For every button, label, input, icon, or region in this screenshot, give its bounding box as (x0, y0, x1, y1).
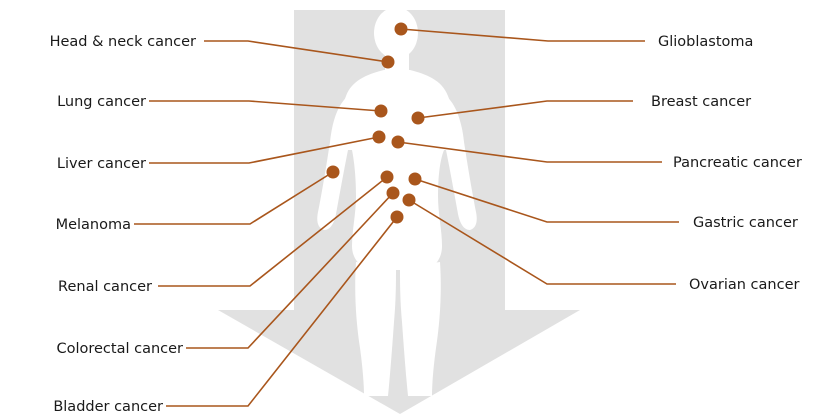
marker-bladder (391, 211, 404, 224)
marker-pancreatic (392, 136, 405, 149)
label-ovarian-cancer: Ovarian cancer (689, 277, 799, 293)
label-pancreatic-cancer: Pancreatic cancer (673, 155, 802, 171)
torso-shape (341, 70, 453, 270)
label-renal-cancer: Renal cancer (58, 279, 152, 295)
label-glioblastoma: Glioblastoma (658, 34, 753, 50)
marker-breast (412, 112, 425, 125)
label-gastric-cancer: Gastric cancer (693, 215, 798, 231)
label-melanoma: Melanoma (56, 217, 131, 233)
marker-ovarian (403, 194, 416, 207)
marker-melanoma (327, 166, 340, 179)
label-colorectal-cancer: Colorectal cancer (56, 341, 183, 357)
marker-lung (375, 105, 388, 118)
label-bladder-cancer: Bladder cancer (53, 399, 163, 415)
marker-gastric (409, 173, 422, 186)
label-liver-cancer: Liver cancer (57, 156, 146, 172)
label-lung-cancer: Lung cancer (57, 94, 146, 110)
label-breast-cancer: Breast cancer (651, 94, 751, 110)
marker-liver (373, 131, 386, 144)
marker-colorectal (387, 187, 400, 200)
marker-renal (381, 171, 394, 184)
marker-head-neck (382, 56, 395, 69)
label-head-neck-cancer: Head & neck cancer (50, 34, 196, 50)
marker-glioblastoma (395, 23, 408, 36)
